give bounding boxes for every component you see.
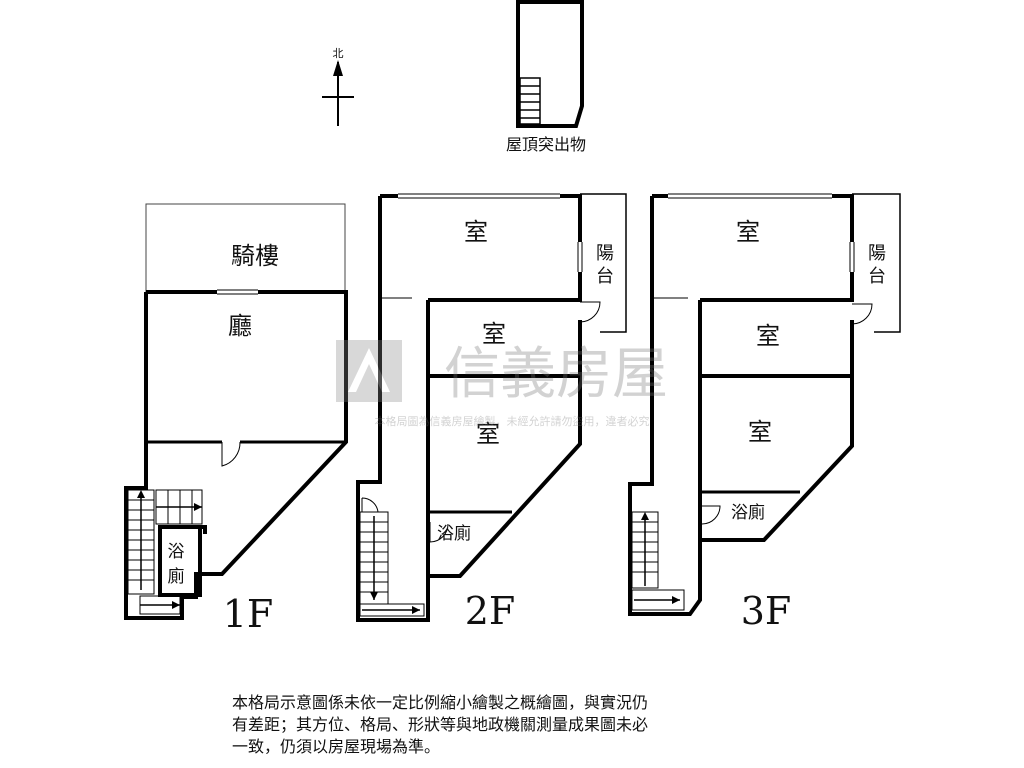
- room-2f-bedroom-south: 室: [476, 420, 500, 448]
- disclaimer-line: 一致，仍須以房屋現場為準。: [232, 737, 441, 756]
- north-label: 北: [333, 47, 344, 60]
- roof-structure: 屋頂突出物: [506, 0, 586, 154]
- roof-label: 屋頂突出物: [506, 135, 586, 154]
- room-2f-balcony-1: 陽: [596, 243, 614, 264]
- room-3f-bathroom: 浴廁: [731, 502, 765, 523]
- floor-label-3f: 3F: [741, 589, 792, 633]
- room-arcade: 騎樓: [231, 242, 279, 270]
- brand-logo-icon: [336, 340, 402, 402]
- floor-label-2f: 2F: [465, 589, 516, 633]
- room-bath: 浴: [168, 542, 185, 562]
- room-2f-bedroom-middle: 室: [482, 320, 506, 348]
- room-3f-bedroom-south: 室: [748, 418, 772, 446]
- disclaimer-line: 本格局示意圖係未依一定比例縮小繪製之概繪圖，與實況仍: [232, 693, 649, 712]
- room-2f-balcony-2: 台: [596, 266, 614, 287]
- room-3f-balcony-1: 陽: [868, 243, 886, 264]
- room-3f-bedroom-middle: 室: [756, 322, 780, 350]
- disclaimer-line: 有差距；其方位、格局、形狀等與地政機關測量成果圖未必: [232, 715, 649, 734]
- room-2f-bedroom-north: 室: [464, 218, 488, 246]
- room-2f-bathroom: 浴廁: [437, 523, 471, 544]
- room-hall: 廳: [228, 312, 252, 340]
- room-3f-bedroom-north: 室: [736, 218, 760, 246]
- watermark-notice: 本格局圖為信義房屋繪製，未經允許請勿盜用，違者必究: [375, 414, 650, 428]
- floor-2f: 室 陽 台 室 室 浴廁 2F: [356, 193, 627, 633]
- room-toilet: 廁: [168, 566, 185, 587]
- floor-label-1f: 1F: [223, 592, 274, 636]
- floor-1f: 騎樓 廳 浴 廁 1F: [124, 203, 348, 636]
- watermark: 信義房屋 本格局圖為信義房屋繪製，未經允許請勿盜用，違者必究: [336, 340, 668, 428]
- watermark-brand: 信義房屋: [444, 342, 668, 407]
- floor-3f: 室 陽 台 室 室 浴廁 3F: [628, 193, 901, 633]
- room-3f-balcony-2: 台: [868, 266, 886, 287]
- compass: 北: [322, 47, 354, 126]
- disclaimer: 本格局示意圖係未依一定比例縮小繪製之概繪圖，與實況仍 有差距；其方位、格局、形狀…: [232, 692, 802, 758]
